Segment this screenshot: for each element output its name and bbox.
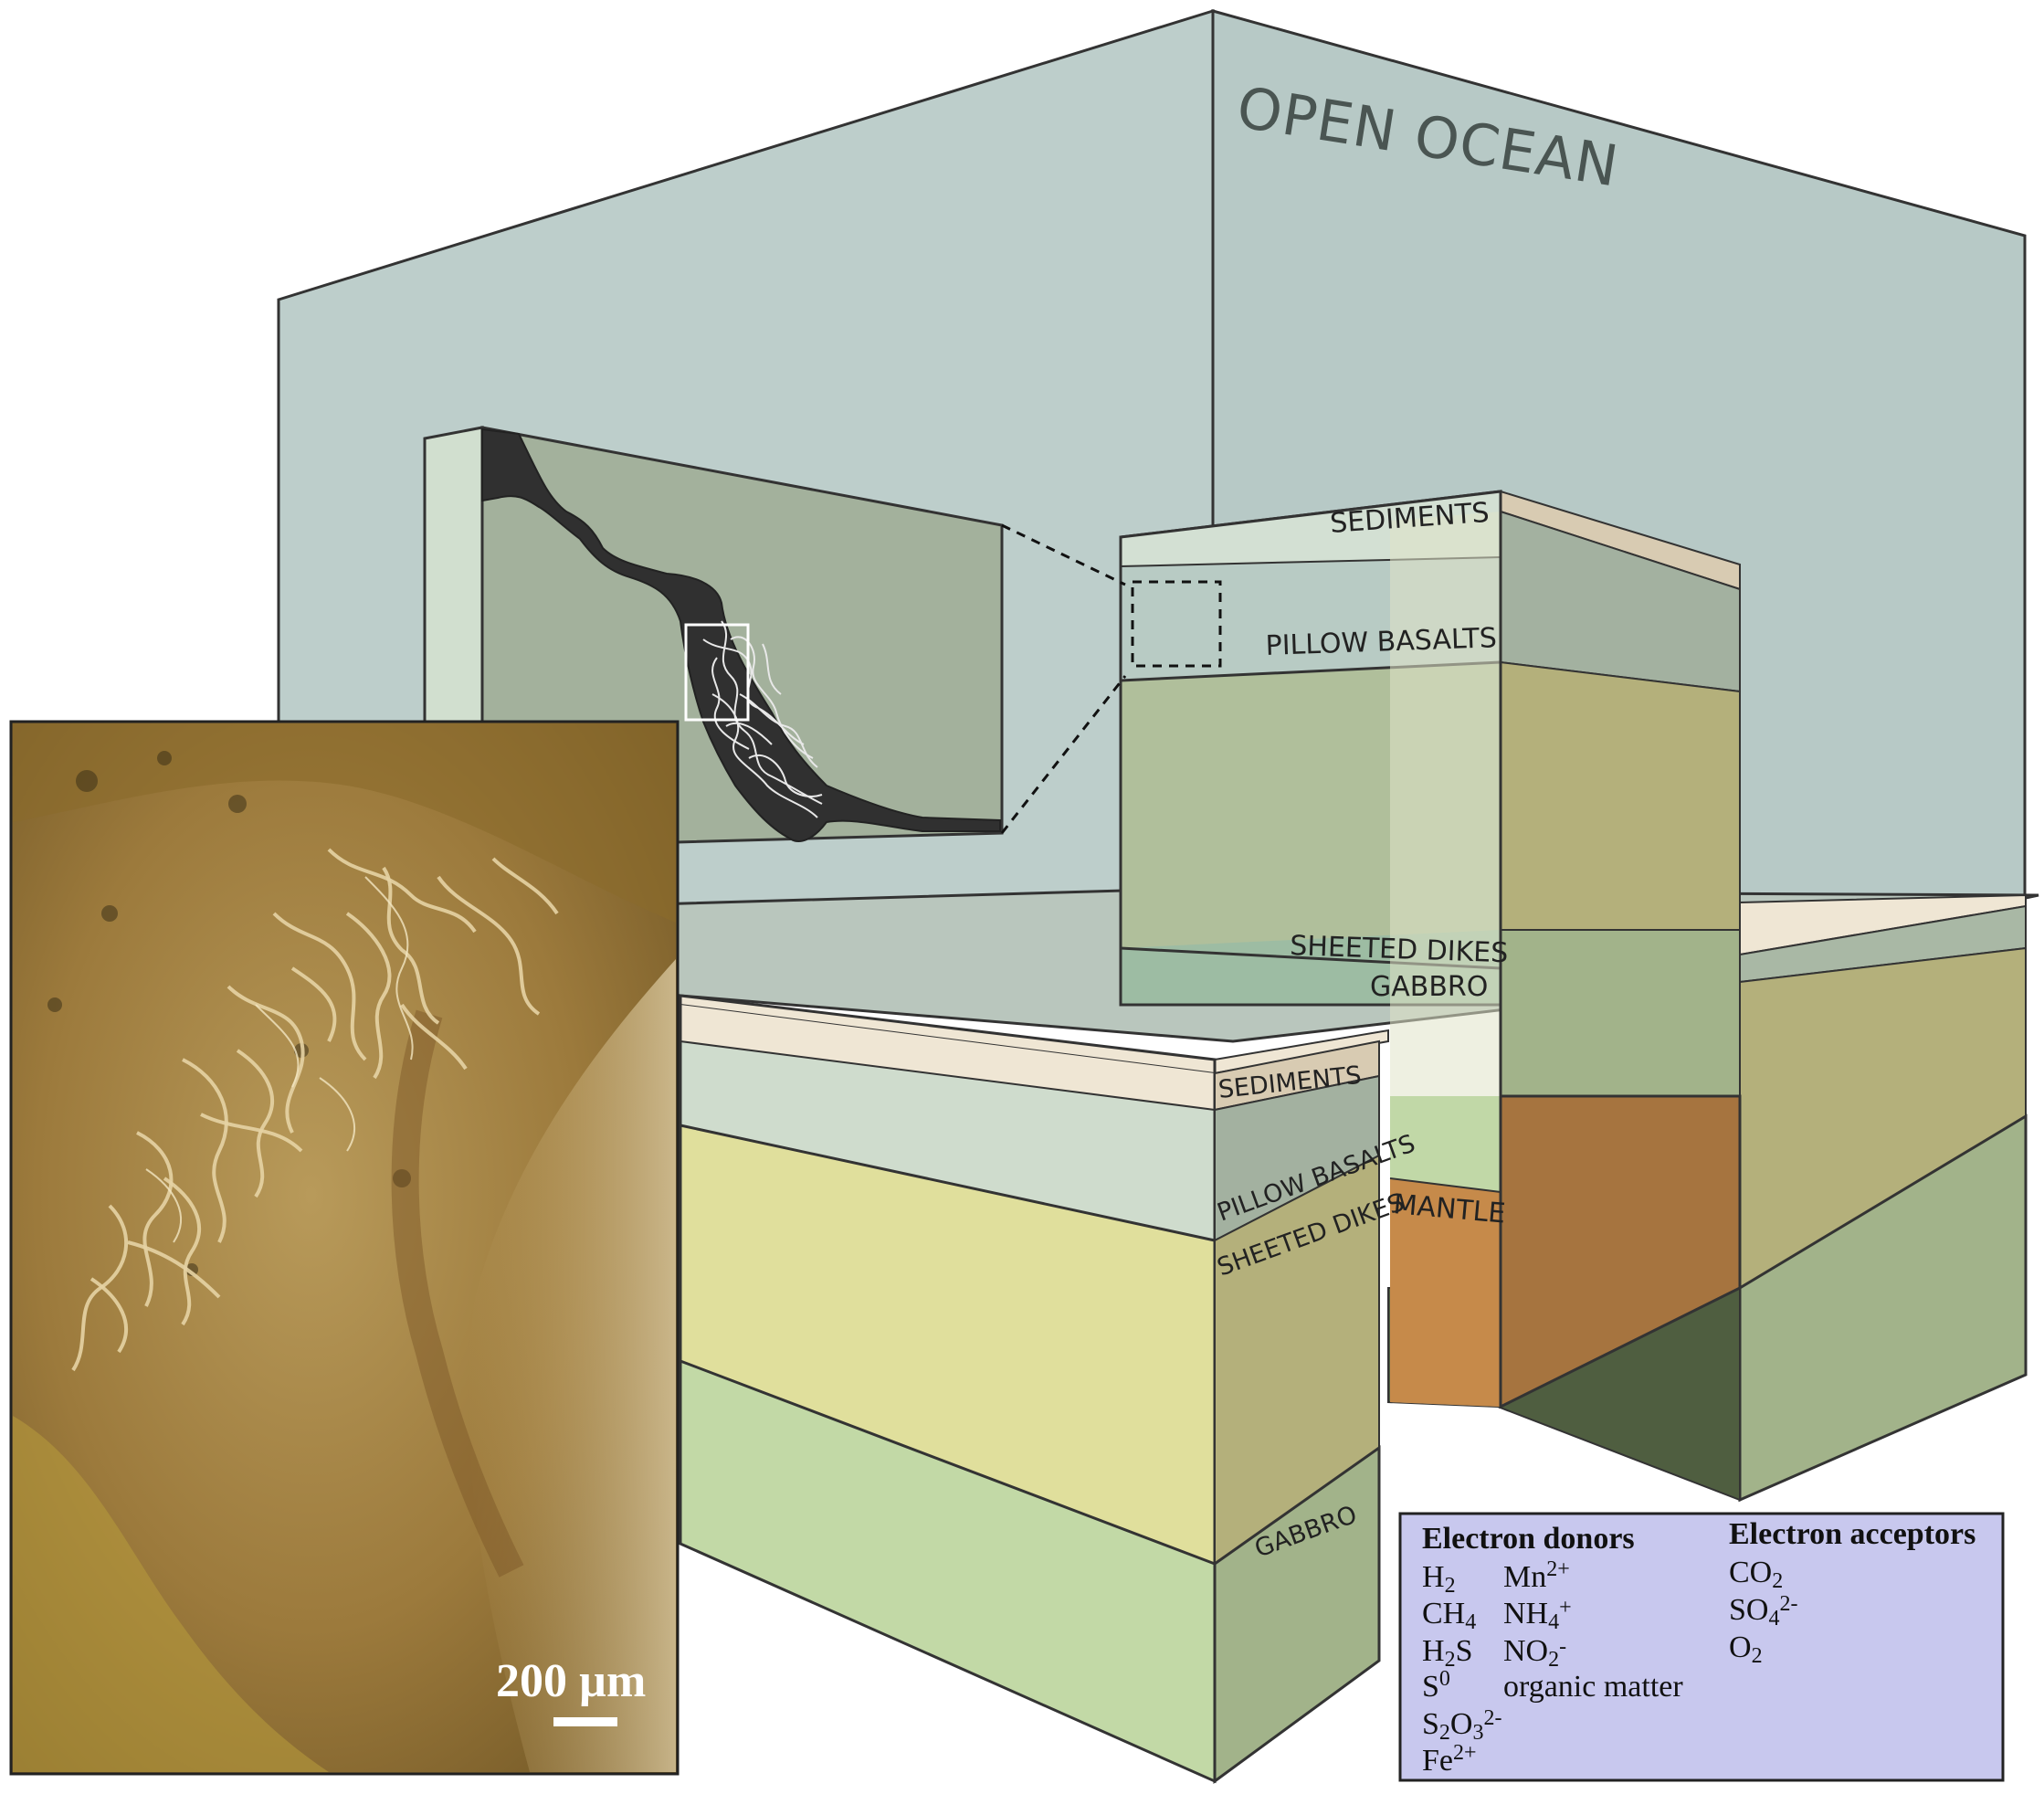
callout-lines [1000,523,1222,834]
back-sheeted-dikes-label: SHEETED DIKES [1290,930,1509,969]
scale-bar [553,1717,617,1726]
microbial-filaments [71,848,559,1372]
back-gabbro-label: GABBRO [1370,971,1488,1003]
donor-h2s: H2S [1422,1634,1472,1672]
acceptors-title: Electron acceptors [1729,1517,1976,1551]
acceptor-co2: CO2 [1729,1556,1783,1593]
scale-bar-label: 200 µm [496,1655,646,1707]
zoom-box [684,623,750,722]
front-crust-block [679,994,1389,1784]
micrograph-photo: 200 µm [9,720,680,1776]
donor-thiosulfate: S2O32- [1422,1706,1501,1745]
back-crust-block [1119,490,1742,1409]
donors-title: Electron donors [1422,1522,1635,1556]
donor-s0: S0 [1422,1667,1450,1704]
electron-legend: Electron donors Electron acceptors H2 CH… [1398,1512,2005,1782]
sample-location-box [1131,580,1222,668]
basalt-crack [481,427,1001,842]
right-crust-strip [1738,893,2028,1503]
donor-organic-matter: organic matter [1503,1670,1683,1704]
